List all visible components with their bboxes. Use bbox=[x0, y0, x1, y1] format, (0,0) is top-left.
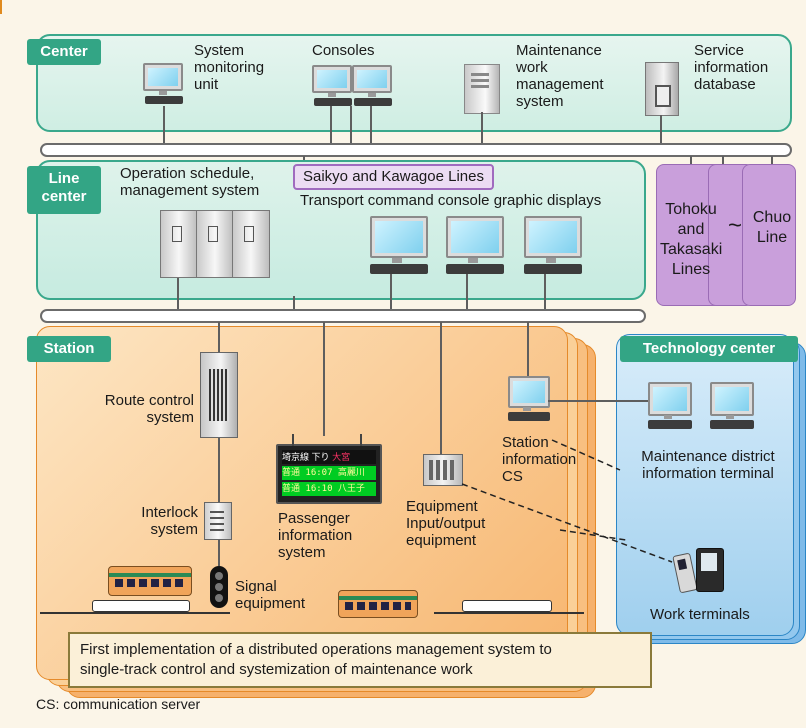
footnote: CS: communication server bbox=[36, 696, 201, 712]
operation-schedule-label: Operation schedule, management system bbox=[120, 165, 260, 199]
line-center-tag: Line center bbox=[27, 166, 101, 214]
technology-center-tag: Technology center bbox=[620, 336, 798, 362]
saikyo-kawagoe-badge: Saikyo and Kawagoe Lines bbox=[293, 164, 494, 190]
board-header-3: 大宮 bbox=[332, 452, 351, 462]
station-info-cs-label: Station information CS bbox=[502, 434, 577, 485]
link-line bbox=[548, 400, 664, 402]
track-left bbox=[40, 612, 230, 614]
board-row-2: 普通 16:10 八王子 bbox=[282, 482, 376, 496]
link-line bbox=[690, 156, 692, 170]
summary-caption-box: First implementation of a distributed op… bbox=[68, 632, 652, 688]
platform-left bbox=[92, 600, 190, 612]
tohoku-label: Tohoku and Takasaki Lines bbox=[660, 201, 723, 278]
transport-displays-label: Transport command console graphic displa… bbox=[300, 192, 602, 209]
route-control-label: Route control system bbox=[104, 392, 194, 426]
link-line bbox=[660, 115, 662, 144]
train-middle-icon bbox=[338, 590, 418, 618]
link-line bbox=[163, 106, 165, 144]
board-header-2: 下り bbox=[311, 452, 330, 462]
graphic-display-2-icon bbox=[446, 216, 504, 276]
train-left-icon bbox=[108, 566, 192, 596]
operation-server-icon bbox=[160, 210, 270, 280]
link-line bbox=[330, 106, 332, 144]
link-line bbox=[722, 156, 724, 170]
passenger-info-board: 埼京線 下り 大宮 普通 16:07 高麗川 普通 16:10 八王子 bbox=[276, 444, 382, 504]
link-line bbox=[370, 106, 372, 144]
link-line bbox=[544, 274, 546, 310]
equipment-io-icon bbox=[423, 454, 463, 486]
board-antenna bbox=[292, 434, 294, 446]
service-database-icon bbox=[645, 62, 679, 116]
system-monitoring-pc-icon bbox=[143, 63, 185, 107]
route-control-icon bbox=[200, 352, 238, 438]
board-header-1: 埼京線 bbox=[282, 452, 310, 462]
link-line bbox=[218, 540, 220, 566]
passenger-info-label: Passenger information system bbox=[278, 510, 353, 561]
maintenance-terminal-2-icon bbox=[710, 382, 756, 432]
service-db-label: Service information database bbox=[694, 42, 769, 93]
link-line bbox=[293, 296, 295, 310]
platform-right bbox=[462, 600, 552, 612]
signal-label: Signal equipment bbox=[235, 578, 306, 612]
maintenance-terminal-1-icon bbox=[648, 382, 694, 432]
link-line bbox=[390, 274, 392, 310]
board-antenna bbox=[360, 434, 362, 446]
graphic-display-1-icon bbox=[370, 216, 428, 276]
work-terminals-label: Work terminals bbox=[650, 606, 750, 623]
consoles-label: Consoles bbox=[312, 42, 375, 59]
link-line bbox=[481, 112, 483, 144]
link-line bbox=[440, 322, 442, 454]
graphic-display-3-icon bbox=[524, 216, 582, 276]
work-terminal-2-icon bbox=[696, 548, 724, 592]
console-2-icon bbox=[352, 65, 394, 109]
interlock-icon bbox=[204, 502, 232, 540]
center-tag: Center bbox=[27, 39, 101, 65]
system-monitoring-label: System monitoring unit bbox=[194, 42, 265, 93]
maintenance-mgmt-label: Maintenance work management system bbox=[516, 42, 604, 110]
board-row-1: 普通 16:07 高麗川 bbox=[282, 466, 376, 480]
maintenance-server-icon bbox=[464, 64, 500, 114]
link-line bbox=[218, 438, 220, 502]
link-line bbox=[527, 322, 529, 376]
signal-icon bbox=[210, 566, 228, 608]
link-line bbox=[218, 322, 220, 354]
track-right bbox=[434, 612, 584, 614]
station-tag: Station bbox=[27, 336, 111, 362]
link-line bbox=[771, 156, 773, 170]
link-line bbox=[466, 274, 468, 310]
maintenance-terminal-label: Maintenance district information termina… bbox=[641, 448, 775, 482]
link-line bbox=[350, 106, 352, 144]
chuo-panel bbox=[742, 164, 796, 306]
network-bus-upper bbox=[40, 143, 792, 157]
top-accent-mark bbox=[0, 0, 2, 14]
network-bus-lower bbox=[40, 309, 646, 323]
console-1-icon bbox=[312, 65, 354, 109]
tilde-label: ~ bbox=[728, 212, 743, 239]
station-info-cs-icon bbox=[508, 376, 552, 424]
link-line bbox=[177, 278, 179, 310]
link-line bbox=[323, 322, 325, 436]
interlock-label: Interlock system bbox=[141, 504, 198, 538]
chuo-label: Chuo Line bbox=[752, 209, 792, 246]
equipment-io-label: Equipment Input/output equipment bbox=[406, 498, 486, 549]
